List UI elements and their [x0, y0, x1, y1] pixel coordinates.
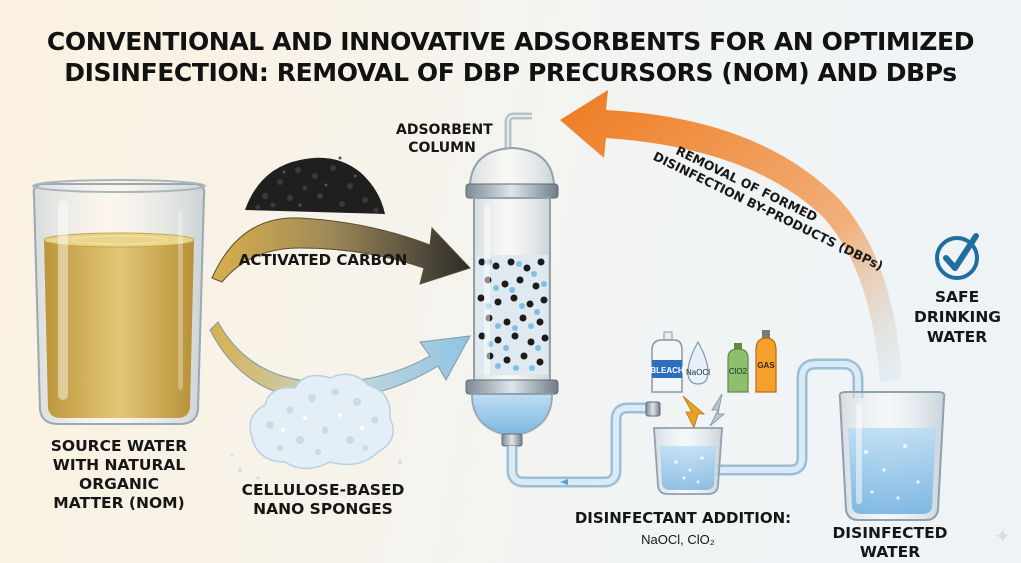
gas-cylinder	[755, 330, 777, 393]
disinfected-water-line-2: WATER	[859, 543, 921, 561]
gas-label: GAS	[757, 361, 775, 370]
adsorbent-media	[477, 258, 549, 371]
activated-carbon-label: ACTIVATED CARBON	[238, 251, 408, 269]
safe-water-line-1: SAFE	[934, 288, 980, 306]
dbp-removal-arrow	[560, 90, 902, 382]
checkmark-icon	[935, 233, 979, 280]
clo2-bottle	[727, 343, 749, 393]
source-water-beaker	[32, 179, 206, 425]
activated-carbon-pile	[245, 156, 385, 214]
title-line-1: CONVENTIONAL AND INNOVATIVE ADSORBENTS F…	[46, 27, 975, 56]
naocl-drop	[687, 340, 709, 385]
source-water-line-2: WITH NATURAL	[52, 456, 186, 474]
addition-arrow-left	[682, 395, 706, 430]
disinfection-beaker	[653, 427, 723, 495]
column-label: ADSORBENT COLUMN	[396, 121, 493, 157]
column-line-2: COLUMN	[408, 140, 476, 156]
disinfected-water-label: DISINFECTED WATER	[830, 524, 950, 562]
disinfected-water-line-1: DISINFECTED	[832, 524, 948, 542]
addition-arrow-right	[709, 393, 726, 427]
disinfected-water-beaker	[838, 391, 946, 521]
activated-carbon-arrow	[211, 217, 471, 285]
bleach-bottle	[651, 331, 683, 393]
column-line-1: ADSORBENT	[396, 122, 493, 138]
source-water-label: SOURCE WATER WITH NATURAL ORGANIC MATTER…	[30, 437, 208, 513]
page-title: CONVENTIONAL AND INNOVATIVE ADSORBENTS F…	[0, 26, 1021, 88]
nano-sponges-line-1: CELLULOSE-BASED	[241, 481, 405, 499]
nano-sponges-line-2: NANO SPONGES	[253, 500, 393, 518]
valve	[645, 401, 661, 417]
adsorbent-column	[465, 112, 559, 447]
nano-sponges	[230, 373, 402, 480]
sparkle-icon: ✦	[994, 526, 1011, 548]
source-water-line-1: SOURCE WATER	[50, 437, 188, 455]
safe-water-line-2: DRINKING	[914, 308, 1002, 326]
safe-water-label: SAFE DRINKING WATER	[914, 287, 1002, 347]
naocl-label: NaOCl	[686, 368, 710, 377]
pipe-network	[506, 358, 864, 488]
safe-water-line-3: WATER	[926, 328, 988, 346]
disinfectant-chemicals: NaOCl, ClO₂	[641, 532, 715, 547]
clo2-label: ClO2	[729, 367, 748, 376]
nano-sponges-label: CELLULOSE-BASED NANO SPONGES	[228, 481, 418, 519]
source-water-line-3: ORGANIC	[79, 475, 159, 493]
title-line-2: DISINFECTION: REMOVAL OF DBP PRECURSORS …	[64, 58, 957, 87]
nano-sponges-arrow	[209, 321, 471, 401]
bleach-label: BLEACH	[650, 366, 684, 375]
disinfectant-addition-heading: DISINFECTANT ADDITION:	[574, 509, 792, 527]
source-water-line-4: MATTER (NOM)	[53, 494, 185, 512]
